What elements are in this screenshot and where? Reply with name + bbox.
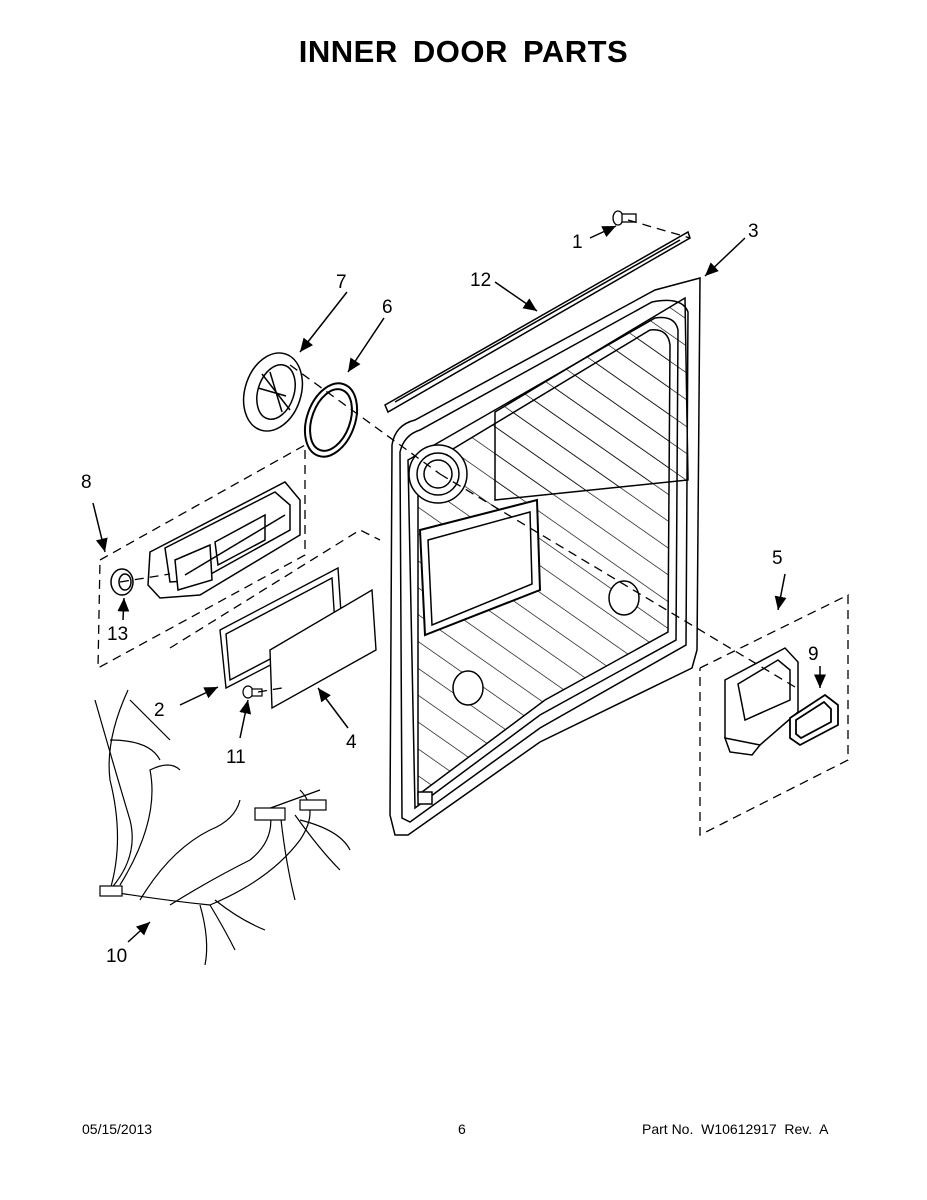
latch-housing [723,647,799,756]
callout-5: 5 [772,548,783,569]
dispenser-assembly [147,481,301,599]
callout-labels: 1 3 12 7 6 8 13 2 11 4 5 9 10 [81,221,819,967]
callout-8: 8 [81,472,92,493]
latch-gasket [789,693,839,747]
callout-4: 4 [346,732,357,753]
callout-7: 7 [336,272,347,293]
callout-9: 9 [808,644,819,665]
page-title: INNER DOOR PARTS [298,34,629,69]
screw-part-1 [612,210,637,226]
callout-12: 12 [470,270,491,291]
inner-door-panel [389,277,701,836]
callout-11: 11 [226,747,246,768]
callout-3: 3 [748,221,759,242]
callout-2: 2 [154,700,165,721]
vent-cover [242,352,304,432]
vent-gasket [303,382,359,458]
dispenser-knob [110,568,134,596]
callout-13: 13 [107,624,128,645]
footer-page-number: 6 [458,1121,466,1137]
callout-leaders [92,225,826,943]
callout-1: 1 [572,232,583,253]
screw-part-11 [242,685,263,699]
wire-harness [94,689,351,966]
callout-6: 6 [382,297,393,318]
footer-date: 05/15/2013 [82,1121,153,1137]
board-shield [269,588,377,710]
footer-part-number: Part No. W10612917 Rev. A [642,1121,829,1137]
callout-10: 10 [106,946,127,967]
assembly-guide-lines [97,219,849,837]
